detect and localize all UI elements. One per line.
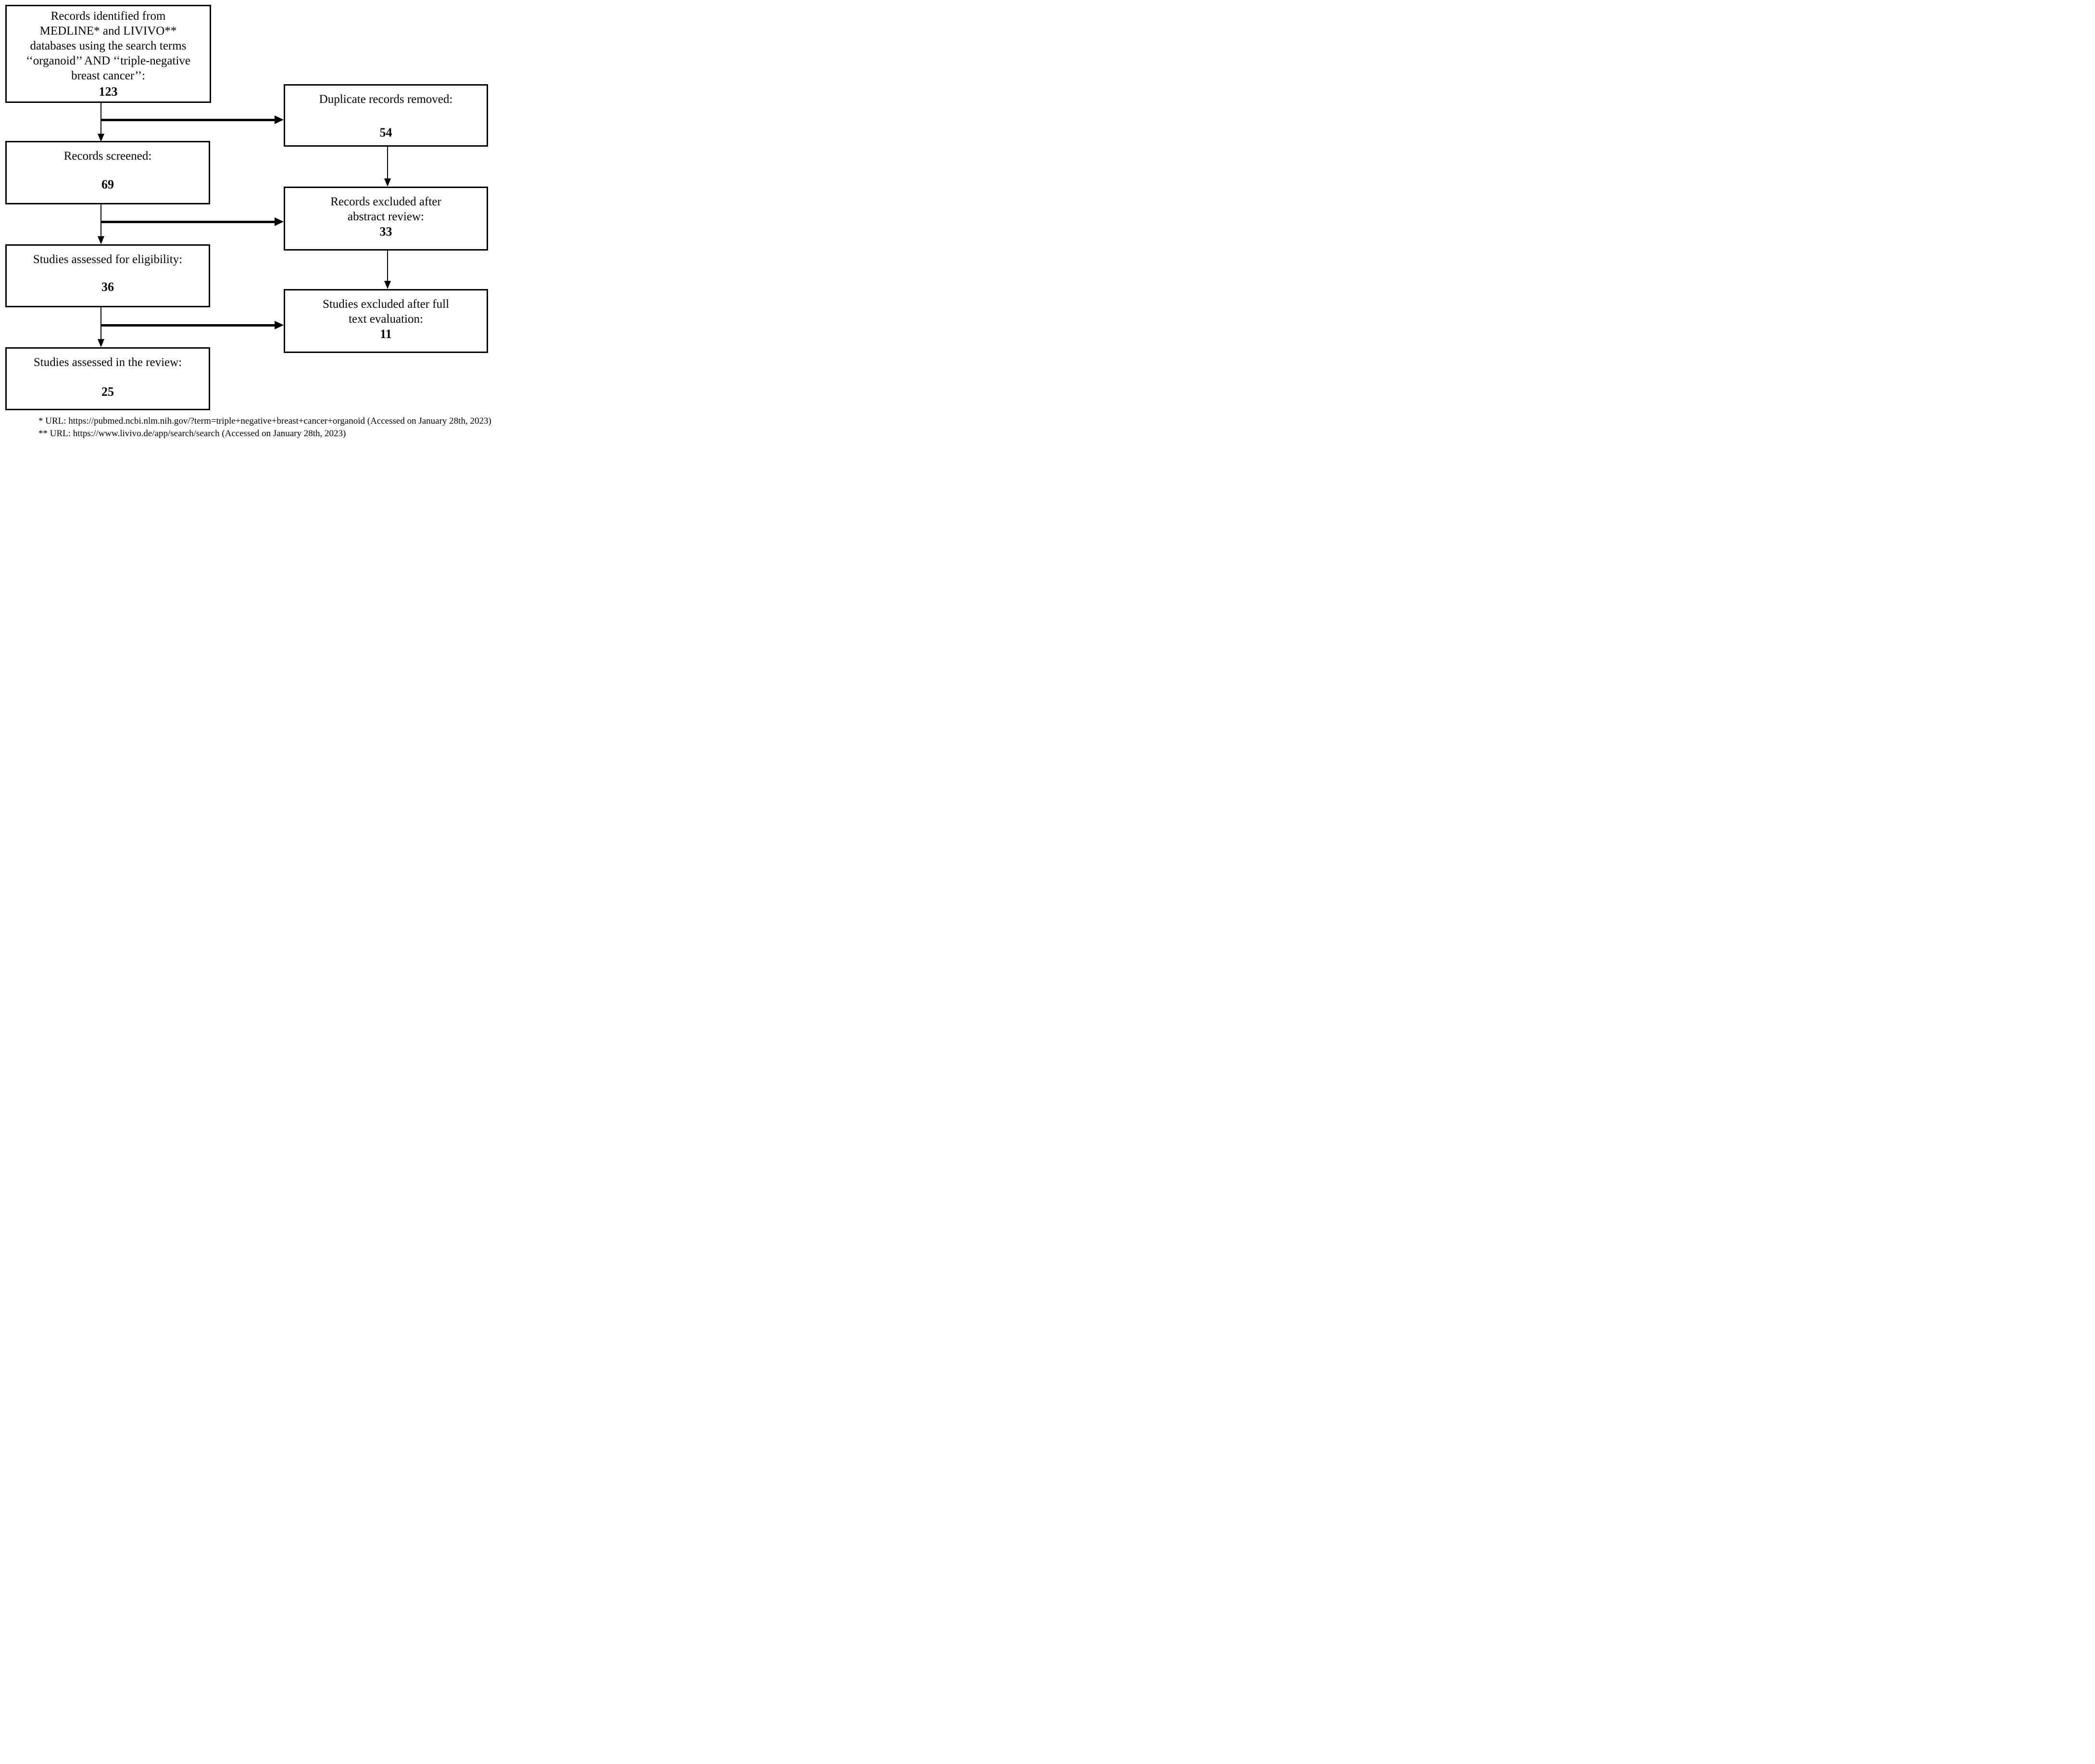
box-count: 36	[101, 280, 114, 294]
box-label: Studies excluded after full text evaluat…	[322, 298, 450, 326]
box-assessed-eligibility: Studies assessed for eligibility: 36	[5, 244, 210, 307]
arrow-screened-to-excluded-abstract-line	[101, 221, 275, 223]
arrow-right-icon	[275, 115, 284, 124]
box-count: 69	[101, 177, 114, 191]
box-label: Studies assessed for eligibility:	[33, 253, 183, 266]
arrow-down-icon	[98, 134, 104, 142]
box-label: Records excluded after abstract review:	[330, 195, 441, 223]
box-label: Duplicate records removed:	[319, 93, 453, 106]
box-count: 25	[101, 385, 114, 399]
box-duplicates-removed: Duplicate records removed: 54	[284, 84, 488, 147]
box-label: Studies assessed in the review:	[33, 356, 182, 369]
arrow-screened-to-eligibility-line	[100, 204, 101, 236]
arrow-duplicates-to-excluded-abstract-line	[387, 147, 388, 178]
footnote-medline-url: * URL: https://pubmed.ncbi.nlm.nih.gov/?…	[38, 416, 491, 426]
arrow-eligibility-to-excluded-fulltext-line	[101, 324, 275, 327]
footnote-livivo-url: ** URL: https://www.livivo.de/app/search…	[38, 428, 346, 439]
box-excluded-full-text: Studies excluded after full text evaluat…	[284, 289, 488, 353]
box-label: Records identified from MEDLINE* and LIV…	[26, 9, 190, 82]
box-records-screened: Records screened: 69	[5, 141, 210, 204]
arrow-identified-to-duplicates-line	[101, 119, 275, 121]
box-count: 54	[379, 126, 392, 139]
arrow-down-icon	[98, 339, 104, 347]
box-count: 123	[99, 84, 118, 99]
arrow-identified-to-screened-line	[100, 103, 101, 134]
arrow-right-icon	[275, 217, 284, 226]
arrow-excluded-abstract-to-excluded-fulltext-line	[387, 251, 388, 281]
prisma-flow-diagram: Records identified from MEDLINE* and LIV…	[0, 0, 524, 441]
box-count: 11	[380, 327, 392, 341]
box-label: Records screened:	[63, 150, 152, 163]
box-records-identified: Records identified from MEDLINE* and LIV…	[5, 5, 211, 103]
arrow-right-icon	[275, 321, 284, 329]
arrow-down-icon	[98, 236, 104, 244]
arrow-down-icon	[384, 178, 391, 187]
box-included-in-review: Studies assessed in the review: 25	[5, 347, 210, 410]
arrow-down-icon	[384, 281, 391, 289]
footnotes: * URL: https://pubmed.ncbi.nlm.nih.gov/?…	[38, 415, 491, 440]
arrow-eligibility-to-included-line	[100, 307, 101, 339]
box-excluded-abstract-review: Records excluded after abstract review: …	[284, 187, 488, 251]
box-count: 33	[379, 225, 392, 239]
